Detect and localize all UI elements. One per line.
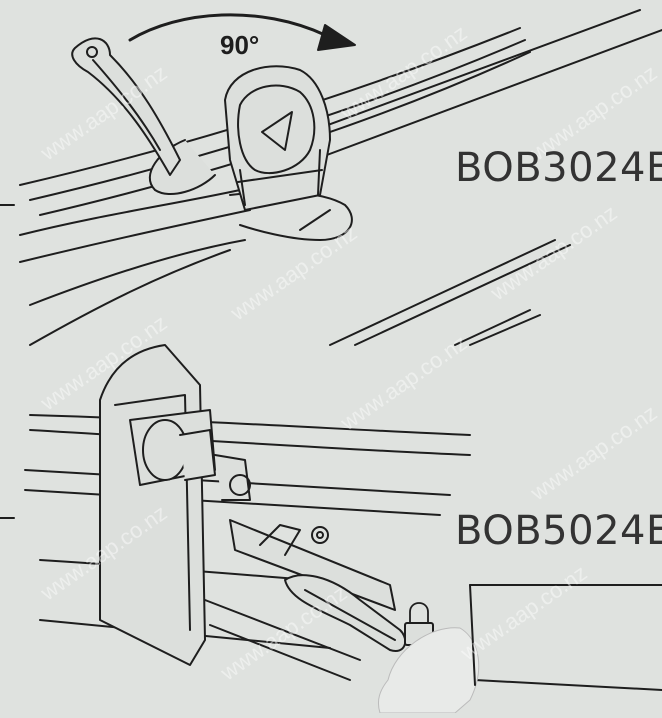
part-number-bottom: BOB5024E — [455, 508, 662, 554]
washer — [229, 474, 251, 496]
zoom-circle — [377, 627, 480, 714]
rail-line — [299, 29, 662, 166]
rail-line — [354, 244, 571, 346]
rail-line — [24, 489, 441, 516]
key-edge — [304, 589, 396, 641]
rail-line — [29, 429, 471, 456]
rail-line — [469, 314, 541, 346]
rail-line — [29, 414, 471, 436]
part-number-top: BOB3024E — [455, 145, 662, 191]
lever-arm — [71, 37, 181, 176]
lock-housing-edge — [237, 169, 323, 183]
lever-slot — [92, 59, 161, 151]
rail-line — [19, 189, 241, 236]
rail-line — [24, 469, 451, 496]
padlock-shackle-icon — [409, 602, 429, 626]
rail-end-line — [469, 584, 476, 686]
rail-line — [329, 239, 556, 346]
rivet — [311, 526, 329, 544]
rail-line — [29, 249, 231, 346]
rotation-angle-label: 90° — [220, 30, 260, 60]
top-rail-illustration — [0, 9, 662, 346]
latch-bracket — [259, 524, 301, 556]
bottom-rail-illustration — [0, 344, 662, 714]
rail-line — [454, 309, 531, 346]
end-cap-edge — [114, 394, 191, 631]
lock-housing-edge — [239, 149, 321, 206]
rivet — [316, 531, 324, 539]
rotation-arrow — [128, 13, 327, 42]
rail-line — [29, 239, 246, 306]
rail-line — [19, 209, 251, 263]
lever-hole — [86, 46, 98, 58]
rail-line — [474, 679, 662, 691]
rotation-arrow-head — [317, 24, 356, 51]
lock-keyway — [261, 111, 293, 151]
latch-rail — [204, 599, 361, 681]
lock-face — [237, 84, 316, 175]
latch-frame — [229, 519, 396, 611]
spindle-end — [142, 419, 188, 481]
nut — [179, 429, 216, 481]
rail-line — [299, 209, 331, 231]
